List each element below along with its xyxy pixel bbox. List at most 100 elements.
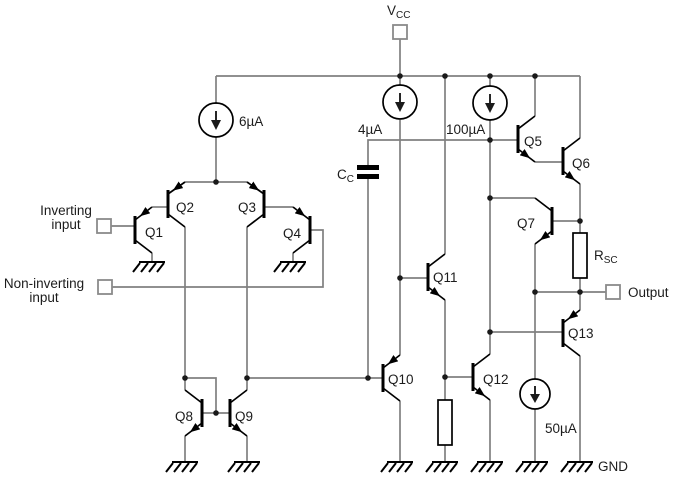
q5-label: Q5 — [524, 134, 542, 149]
transistor-q7-npn — [534, 197, 554, 245]
transistor-q2-pnp — [166, 181, 186, 228]
cc-label: CC — [337, 167, 354, 185]
q10-emitter-lead — [382, 354, 401, 369]
q3-label: Q3 — [238, 200, 256, 215]
junction-dot — [487, 329, 493, 335]
gnd-label: GND — [598, 459, 628, 474]
q6-collector-lead — [562, 137, 581, 152]
ground-icon — [470, 461, 504, 473]
wire-mirror-diode-link — [185, 377, 217, 413]
ground-icon — [515, 461, 549, 473]
q11-emitter-lead — [427, 286, 446, 301]
junction-dot — [577, 289, 583, 295]
current-source-6ua — [198, 102, 234, 138]
q8-emitter-lead — [184, 422, 203, 437]
q13-collector-lead — [562, 342, 581, 357]
current-source-100ua — [472, 85, 508, 121]
transistors — [133, 115, 581, 437]
transistor-q5-npn — [516, 115, 536, 163]
current-arrow-head — [395, 102, 405, 112]
noninverting-label-line1: Non-inverting — [4, 276, 84, 291]
q3-emitter-lead — [246, 181, 265, 195]
current-source-circle — [382, 84, 418, 120]
inverting-label-line1: Inverting — [40, 203, 92, 218]
transistor-q11-npn — [426, 253, 446, 301]
current-arrow-head — [485, 103, 495, 113]
q11-collector-lead — [427, 253, 446, 268]
transistor-q4-pnp — [292, 206, 312, 254]
junction-dot — [532, 73, 538, 79]
junction-dot — [213, 179, 219, 185]
junction-dot — [442, 73, 448, 79]
current-source-4ua — [382, 84, 418, 120]
q2-emitter-lead — [167, 181, 186, 195]
transistor-q8-npn — [184, 389, 204, 437]
junction-dot — [213, 410, 219, 416]
q10-label: Q10 — [388, 372, 414, 387]
wire-cc-top — [367, 139, 490, 165]
q12-collector-lead — [472, 353, 491, 368]
transistor-q9-npn — [228, 389, 248, 437]
current-sources — [198, 84, 551, 410]
q9-label: Q9 — [235, 409, 253, 424]
current-source-50ua — [519, 378, 551, 410]
q1-label: Q1 — [145, 225, 163, 240]
q6-label: Q6 — [572, 156, 590, 171]
q9-emitter-lead — [229, 422, 248, 437]
q3-collector-lead — [246, 213, 265, 228]
current-arrow-head — [530, 394, 540, 403]
transistor-q6-npn — [561, 137, 581, 185]
labels: VCC GND Output Inverting input Non-inver… — [4, 3, 669, 474]
junction-dot — [532, 289, 538, 295]
transistor-q13-pnp — [561, 309, 581, 357]
q9-collector-lead — [229, 389, 248, 404]
junction-dot — [182, 375, 188, 381]
q8-collector-lead — [184, 389, 203, 404]
cc-capacitor-plate-bottom — [357, 174, 379, 179]
current-6ua-label: 6µA — [239, 114, 263, 129]
q11-label: Q11 — [433, 270, 458, 285]
junction-dot — [442, 374, 448, 380]
junction-dot — [365, 375, 371, 381]
noninverting-label-line2: input — [29, 290, 59, 305]
ground-icon — [165, 461, 199, 473]
inverting-input-terminal — [96, 218, 112, 234]
noninverting-input-terminal — [97, 279, 113, 295]
terminals — [96, 24, 621, 300]
q12-emitter-lead — [472, 386, 491, 401]
junction-dot — [244, 375, 250, 381]
q7-emitter-lead — [534, 230, 553, 245]
current-4ua-label: 4µA — [358, 122, 382, 137]
resistor-r1 — [437, 399, 453, 446]
ground-icon — [273, 261, 307, 273]
transistor-q3-pnp — [246, 181, 266, 228]
current-source-circle — [519, 378, 551, 410]
wire-noninverting-input — [112, 229, 324, 288]
q5-collector-lead — [517, 115, 536, 130]
current-source-circle — [472, 85, 508, 121]
q8-label: Q8 — [175, 409, 193, 424]
transistor-q10-pnp — [381, 354, 401, 402]
ground-symbols — [132, 261, 594, 473]
resistor-rsc — [572, 232, 588, 279]
q1-emitter-lead — [134, 206, 153, 221]
current-source-circle — [198, 102, 234, 138]
q2-collector-lead — [167, 213, 186, 228]
q4-label: Q4 — [283, 226, 302, 241]
inverting-label-line2: input — [51, 217, 81, 232]
rsc-label: RSC — [594, 248, 618, 266]
cc-capacitor-plate-top — [357, 165, 379, 170]
junction-dot — [487, 137, 493, 143]
q2-label: Q2 — [176, 200, 194, 215]
ground-icon — [380, 461, 414, 473]
q4-emitter-lead — [292, 206, 311, 221]
output-terminal — [605, 284, 621, 300]
q1-collector-lead — [134, 239, 153, 254]
wires — [111, 39, 606, 462]
junction-dot — [397, 275, 403, 281]
junction-dot — [577, 218, 583, 224]
vcc-label: VCC — [387, 3, 410, 21]
junction-dots — [182, 73, 583, 416]
